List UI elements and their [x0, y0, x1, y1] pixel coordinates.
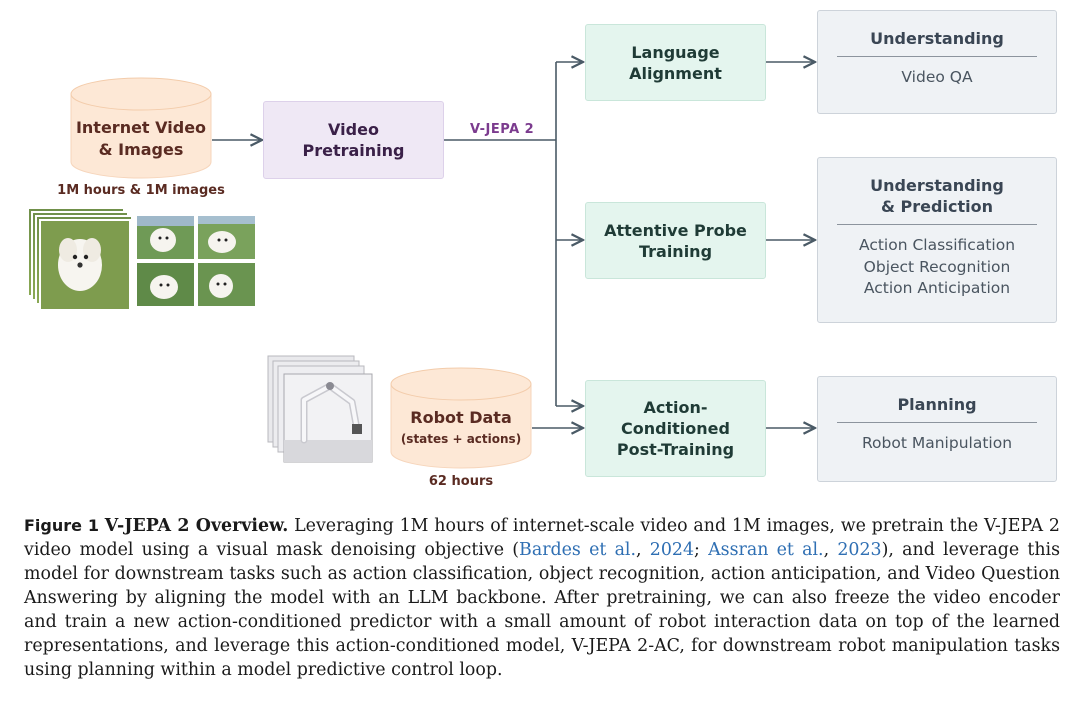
branch-line: Post-Training [616, 440, 735, 459]
internet-data-cylinder [70, 77, 212, 179]
output-divider [837, 56, 1037, 57]
video-pretraining-line1: Video [328, 120, 379, 139]
attentive-probe-training-box: Attentive Probe Training [585, 202, 766, 279]
figure-caption: Figure 1 V-JEPA 2 Overview. Leveraging 1… [24, 514, 1060, 682]
branch-line: Alignment [629, 63, 722, 83]
citation-link[interactable]: 2024 [649, 540, 695, 560]
branch-line: Training [638, 241, 713, 261]
internet-data-label: Internet Video & Images [71, 117, 211, 161]
output-divider [837, 422, 1037, 423]
figure-title: V-JEPA 2 Overview. [104, 516, 289, 536]
connector-lines [212, 62, 815, 428]
internet-data-line1: Internet Video [75, 118, 207, 137]
robot-arm-frames-stack-icon [267, 355, 373, 463]
dog-video-frames-stack-icon [27, 207, 133, 311]
video-pretraining-line2: Pretraining [302, 141, 405, 160]
branch-line: Attentive Probe [604, 220, 747, 240]
output-understanding-box: Understanding Video QA [817, 10, 1057, 114]
caption-text: ; [694, 540, 709, 560]
language-alignment-box: Language Alignment [585, 24, 766, 101]
output-heading: Understanding [870, 29, 1004, 48]
citation-link[interactable]: Bardes et al. [519, 540, 637, 560]
output-item: Robot Manipulation [861, 434, 1013, 452]
output-item: Action Classification [858, 236, 1016, 254]
robot-data-line2: (states + actions) [400, 432, 522, 446]
output-item: Video QA [901, 68, 973, 86]
output-planning-box: Planning Robot Manipulation [817, 376, 1057, 482]
citation-link[interactable]: Assran et al. [708, 540, 824, 560]
branch-line: Conditioned [621, 419, 730, 438]
output-heading: & Prediction [881, 197, 993, 216]
robot-data-caption: 62 hours [428, 474, 494, 489]
output-item: Action Anticipation [863, 279, 1011, 297]
output-heading: Understanding [870, 176, 1004, 195]
caption-text: , [823, 540, 838, 560]
output-divider [837, 224, 1037, 225]
figure-label: Figure 1 [24, 516, 99, 535]
action-conditioned-post-training-box: Action- Conditioned Post-Training [585, 380, 766, 477]
branch-line: Action- [643, 398, 708, 417]
branch-line: Language [631, 42, 720, 62]
citation-link[interactable]: 2023 [837, 540, 882, 560]
dog-image-grid-icon [137, 216, 255, 306]
robot-data-cylinder [390, 367, 532, 469]
video-pretraining-box: Video Pretraining [263, 101, 444, 179]
internet-data-line2: & Images [98, 140, 184, 159]
robot-data-line1: Robot Data [410, 408, 512, 427]
robot-data-label: Robot Data (states + actions) [391, 407, 531, 449]
caption-text: , [636, 540, 650, 560]
caption-text: ), and leverage this model for downstrea… [24, 540, 1061, 680]
internet-data-caption: 1M hours & 1M images [57, 183, 225, 198]
caption-text: Leveraging 1M hours of internet-scale vi… [24, 516, 1060, 560]
output-understanding-prediction-box: Understanding & Prediction Action Classi… [817, 157, 1057, 323]
output-item: Object Recognition [863, 257, 1011, 276]
model-label: V-JEPA 2 [470, 122, 535, 137]
output-heading: Planning [897, 395, 977, 414]
